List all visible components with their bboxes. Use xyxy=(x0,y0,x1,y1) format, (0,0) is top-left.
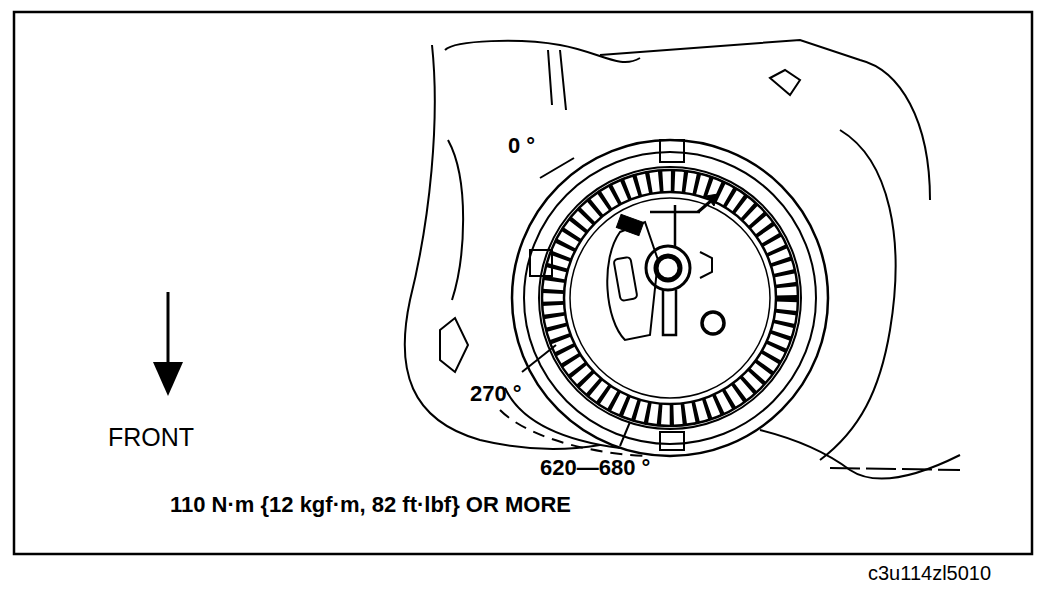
angle-label: 620—680 ° xyxy=(540,456,650,480)
angle-label: 0 ° xyxy=(508,134,535,158)
figure-code: c3u114zl5010 xyxy=(868,562,991,584)
direction-label: FRONT xyxy=(108,424,194,452)
body-panel xyxy=(405,40,960,478)
torque-spec: 110 N·m {12 kgf·m, 82 ft·lbf} OR MORE xyxy=(170,493,571,517)
leader-lines xyxy=(522,158,630,446)
angle-label: 270 ° xyxy=(470,382,522,406)
front-arrow xyxy=(153,292,183,396)
frame-border xyxy=(14,12,1032,554)
fuel-pump-ring xyxy=(512,140,828,456)
